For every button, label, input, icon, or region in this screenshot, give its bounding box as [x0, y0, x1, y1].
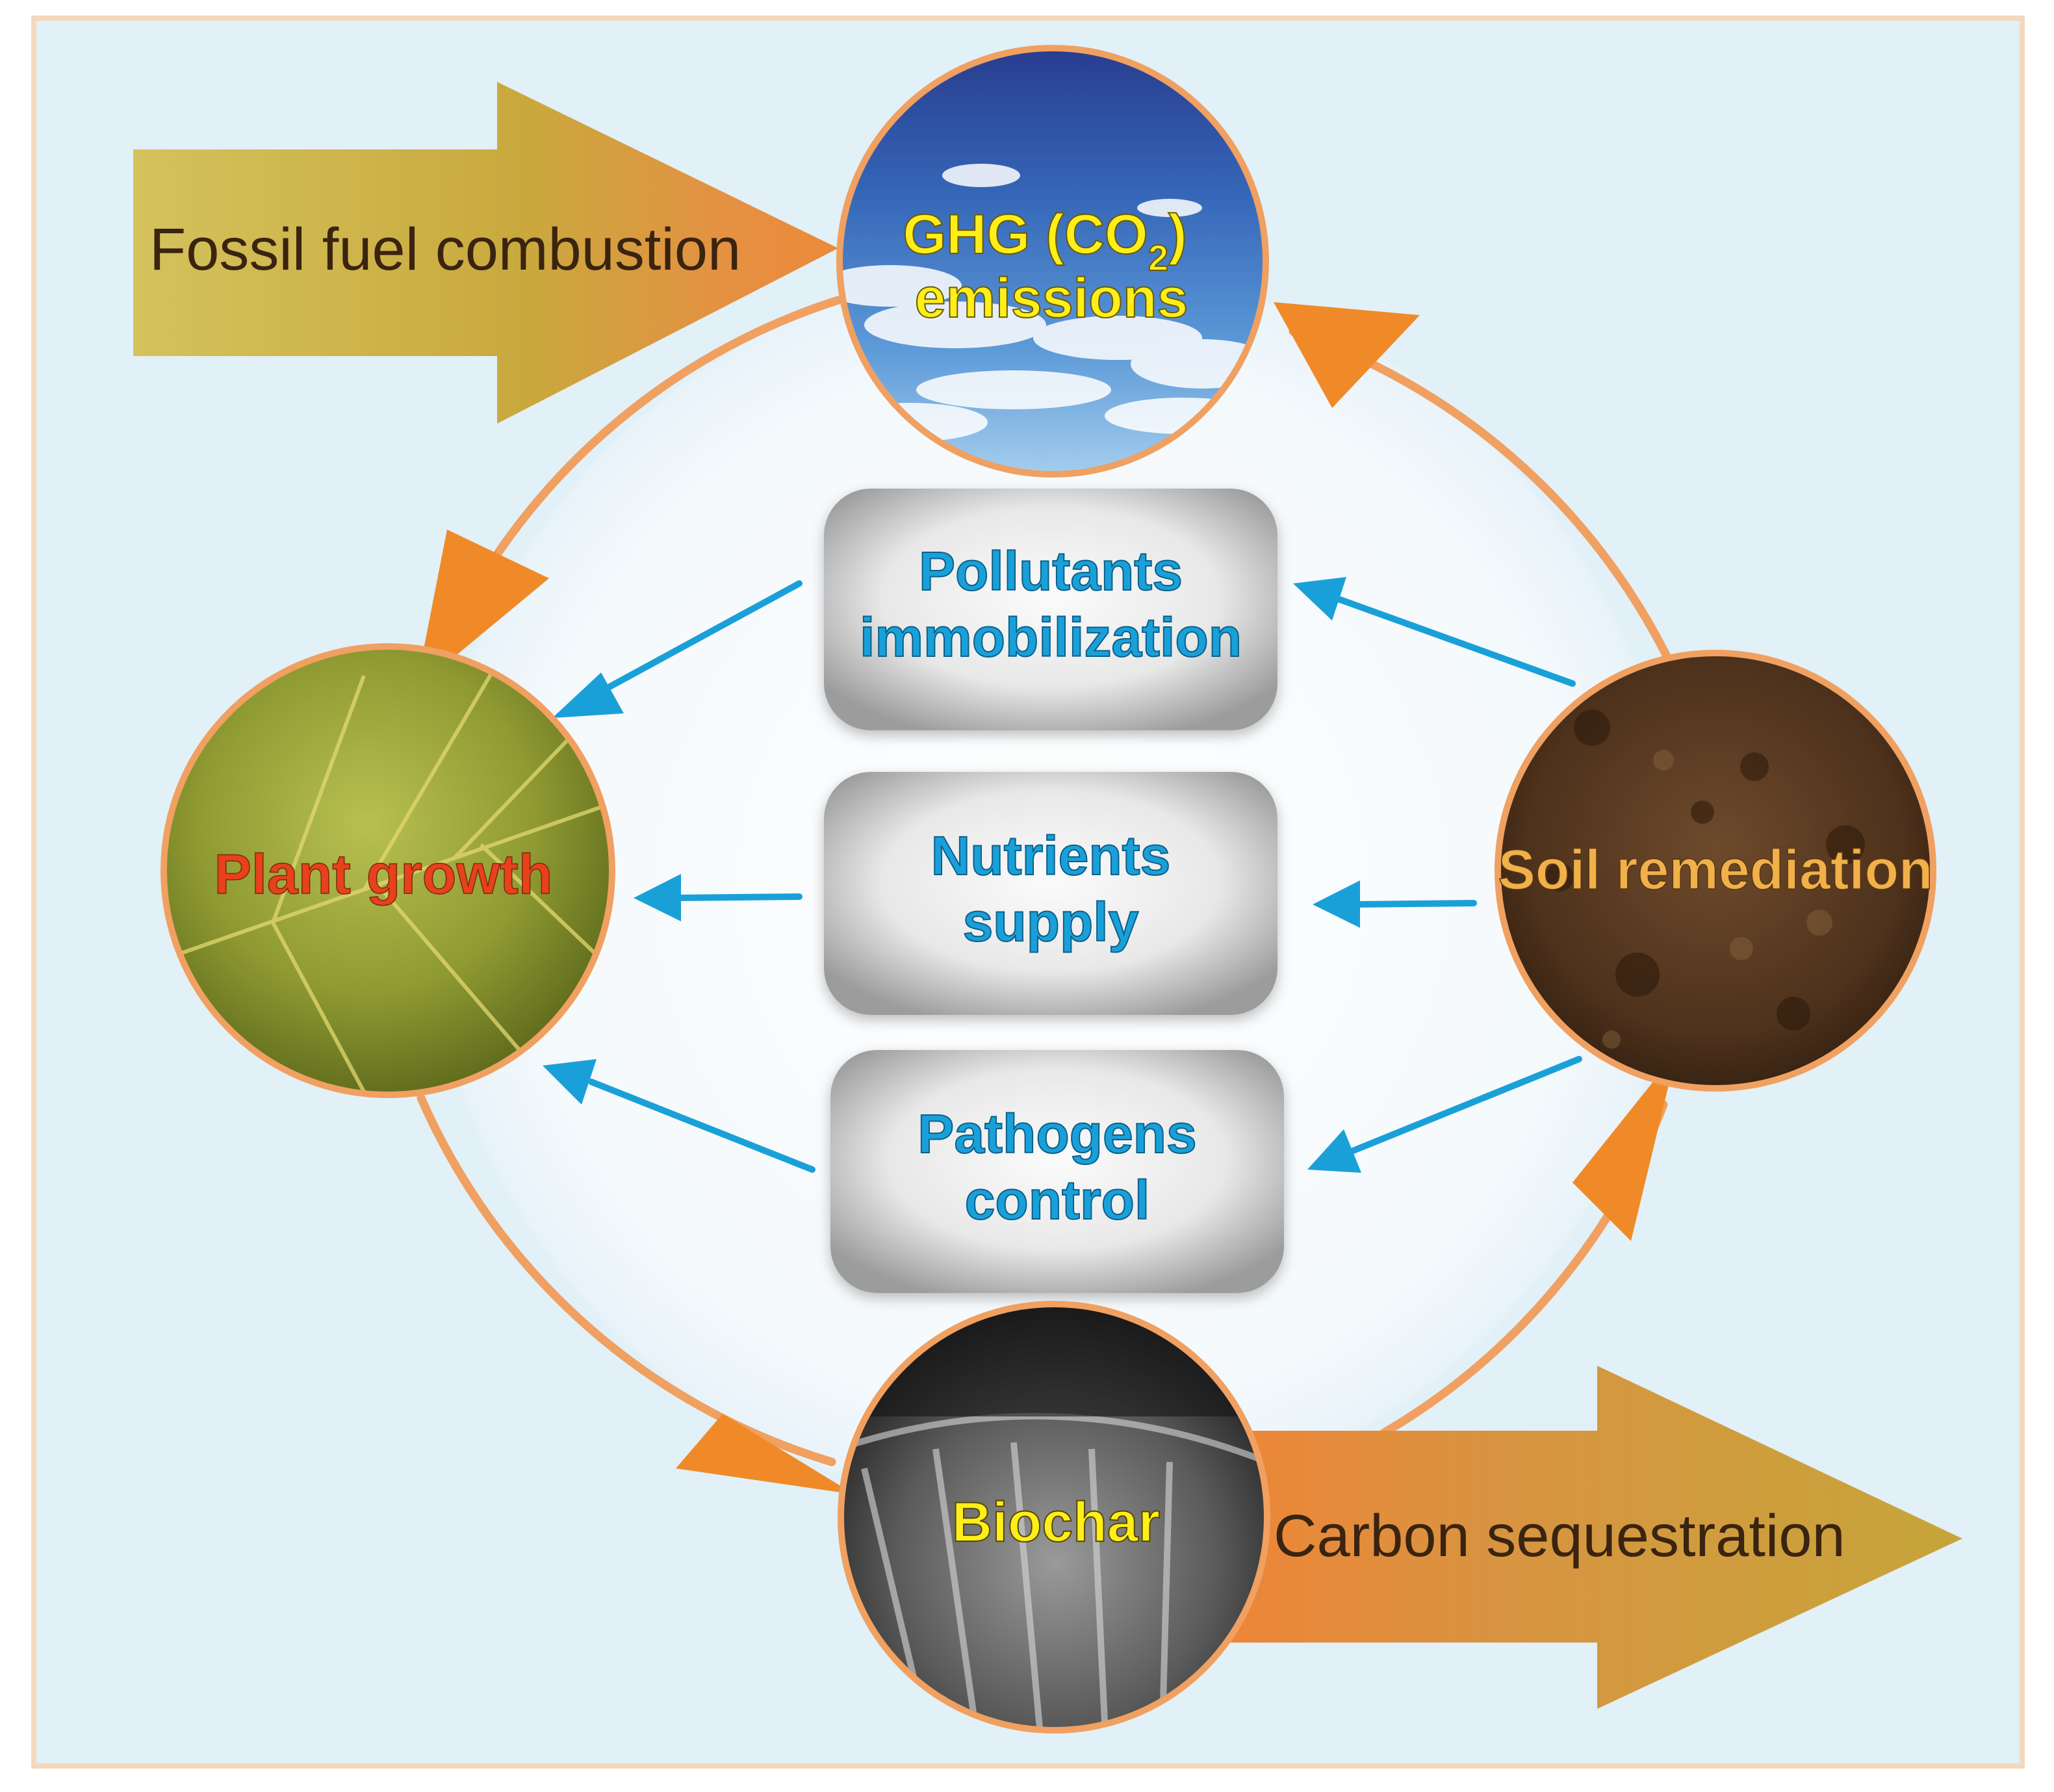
- arrowhead-to-biochar: [676, 1414, 854, 1494]
- ghg-label-line1: GHG (CO2): [903, 203, 1187, 278]
- arrow-soil-to-pathogens: [1348, 1056, 1582, 1155]
- soil-label: Soil remediation: [1498, 839, 1932, 901]
- arrowhead-to-plant: [416, 530, 549, 689]
- fossil-fuel-label: Fossil fuel combustion: [149, 216, 741, 283]
- arrowhead-nutrients-to-plant: [634, 874, 681, 921]
- box-pathogens: Pathogens control: [830, 1050, 1284, 1293]
- arrow-pollutants-to-plant: [585, 580, 802, 702]
- soil-texture: [1545, 710, 1865, 1030]
- biochar-label: Biochar: [952, 1491, 1160, 1554]
- leaf-veins: [175, 668, 612, 1093]
- fossil-fuel-arrow: [133, 82, 838, 424]
- arrowhead-soil-to-nutrients: [1313, 880, 1360, 928]
- box-pollutants-line2: immobilization: [860, 607, 1242, 668]
- box-nutrients: Nutrients supply: [824, 772, 1277, 1015]
- arrowhead-pollutants-to-plant: [552, 672, 624, 718]
- node-biochar: Biochar: [838, 1301, 1270, 1734]
- box-pathogens-line2: control: [965, 1170, 1150, 1231]
- carbon-sequestration-arrow: [1222, 1366, 1962, 1709]
- carbon-sequestration-label: Carbon sequestration: [1274, 1503, 1845, 1569]
- node-soil-remediation: Soil remediation: [1495, 650, 1936, 1092]
- arrow-pathogens-to-plant: [588, 1079, 815, 1173]
- box-pollutants: Pollutants immobilization: [824, 489, 1277, 730]
- arrowhead-pathogens-to-plant: [543, 1059, 597, 1105]
- node-ghg-emissions: GHG (CO2) emissions: [836, 45, 1269, 478]
- box-pathogens-line1: Pathogens: [918, 1103, 1196, 1164]
- box-nutrients-line1: Nutrients: [931, 825, 1171, 886]
- arrow-soil-to-nutrients: [1348, 900, 1477, 908]
- arrowhead-soil-to-pathogens: [1307, 1129, 1361, 1173]
- cycle-arrowheads: [416, 302, 1676, 1494]
- arrowhead-soil-to-pollutants: [1293, 577, 1346, 621]
- blue-arrows: [543, 577, 1582, 1173]
- arrow-nutrients-to-plant: [666, 893, 802, 901]
- arrow-soil-to-pollutants: [1335, 596, 1576, 687]
- ghg-label-line2: emissions: [915, 267, 1188, 329]
- arrowhead-to-ghg: [1274, 302, 1420, 408]
- box-nutrients-line2: supply: [963, 891, 1139, 953]
- box-pollutants-line1: Pollutants: [919, 541, 1183, 602]
- node-plant-growth: Plant growth: [160, 643, 615, 1098]
- plant-label: Plant growth: [214, 843, 553, 906]
- arrowhead-to-soil: [1573, 1053, 1676, 1241]
